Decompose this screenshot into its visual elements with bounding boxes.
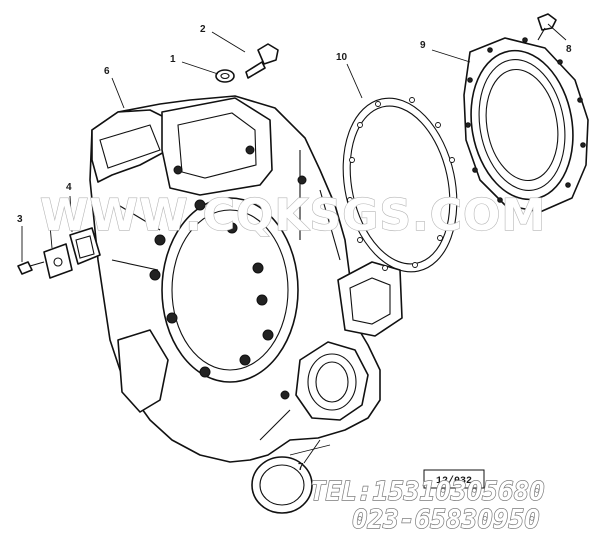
rear-seal-housing xyxy=(463,37,589,213)
watermark-site: WWW.CQKSGS.COM xyxy=(40,190,546,241)
flywheel-housing xyxy=(89,95,403,463)
callout-9: 9 xyxy=(420,40,426,51)
capscrew-2 xyxy=(245,43,279,79)
callout-3: 3 xyxy=(17,214,23,225)
callout-labels: 1 2 3 4 5 6 7 8 9 10 xyxy=(17,24,572,473)
watermark-phone: 023-65830950 xyxy=(352,505,540,535)
callout-8: 8 xyxy=(566,44,572,55)
callout-6: 6 xyxy=(104,66,110,77)
oil-seal-7 xyxy=(251,456,313,514)
housing-bolt-bosses xyxy=(149,145,307,400)
cover-plate-4 xyxy=(69,227,101,265)
cover-gasket-5 xyxy=(43,243,73,279)
gasket-ring xyxy=(342,97,458,273)
callout-1: 1 xyxy=(170,54,176,65)
callout-5: 5 xyxy=(44,202,50,213)
callout-10: 10 xyxy=(336,52,348,63)
callout-7: 7 xyxy=(298,462,304,473)
washer-1 xyxy=(215,69,235,83)
reference-code: 12/032 xyxy=(436,475,472,487)
reference-code-box: 12/032 xyxy=(423,469,485,489)
capscrew-8 xyxy=(537,13,557,41)
callout-4: 4 xyxy=(66,182,72,193)
watermark-tel: TEL:15310305680 xyxy=(310,477,545,507)
callout-2: 2 xyxy=(200,24,206,35)
leader-lines xyxy=(21,23,567,464)
capscrew-3 xyxy=(17,261,45,275)
